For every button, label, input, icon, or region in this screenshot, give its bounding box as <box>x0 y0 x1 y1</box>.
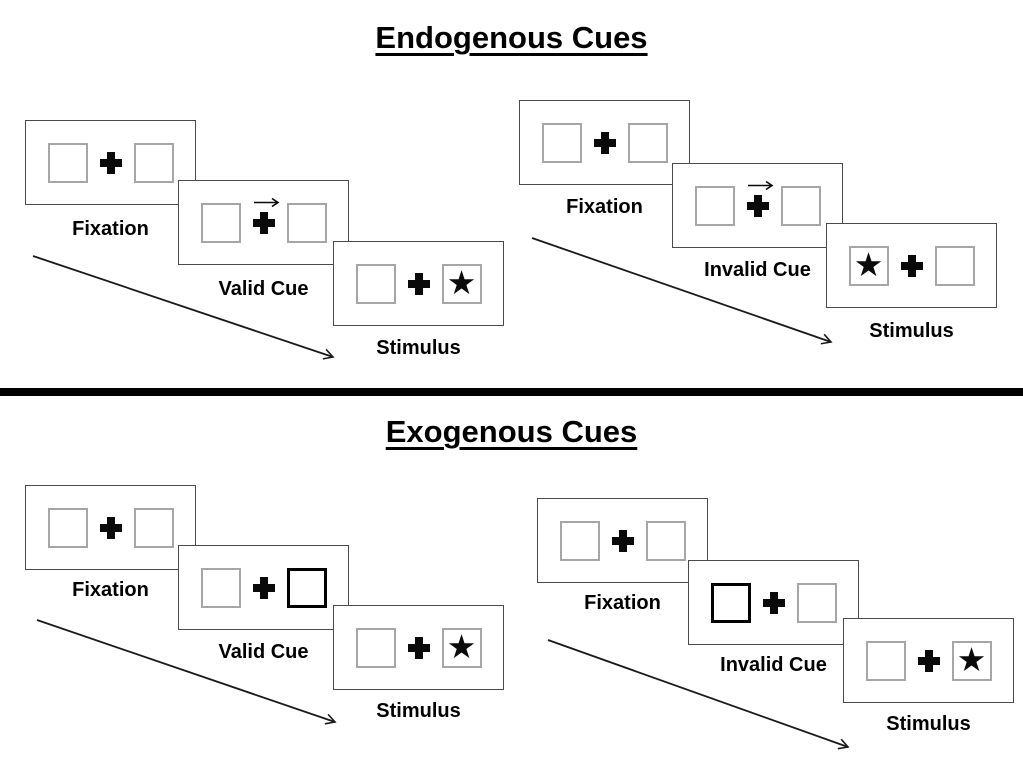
right-placeholder-box <box>780 185 821 226</box>
fixation-cross-wrap <box>611 529 634 552</box>
right-placeholder-box <box>934 245 975 286</box>
target-star-icon: ★ <box>956 639 987 679</box>
fixation-cross-icon <box>762 591 785 614</box>
left-placeholder-box <box>559 520 600 561</box>
stimulus-panel: ★ <box>333 605 504 690</box>
fixation-panel <box>25 120 196 205</box>
fixation-cross-wrap <box>900 254 923 277</box>
left-placeholder-box <box>865 640 906 681</box>
fixation-panel <box>25 485 196 570</box>
fixation-cross-icon <box>611 529 634 552</box>
panel-label: Stimulus <box>886 713 971 735</box>
panel-label: Fixation <box>566 196 643 218</box>
fixation-cross-wrap <box>407 272 430 295</box>
section-title-endogenous: Endogenous Cues <box>0 20 1023 56</box>
left-placeholder-box <box>47 507 88 548</box>
fixation-cross-wrap <box>99 516 122 539</box>
left-placeholder-box <box>694 185 735 226</box>
section-title-text: Endogenous Cues <box>375 20 648 55</box>
exogenous-valid-sequence: ★ Fixation Valid Cue Stimulus <box>25 485 517 743</box>
fixation-cross-wrap <box>252 197 279 234</box>
highlighted-cue-box <box>710 582 751 623</box>
panel-label: Invalid Cue <box>720 654 827 676</box>
stimulus-panel: ★ <box>333 241 504 326</box>
stimulus-panel: ★ <box>843 618 1014 703</box>
target-box: ★ <box>441 626 482 668</box>
section-divider <box>0 388 1023 396</box>
panel-label: Invalid Cue <box>704 259 811 281</box>
panel-label: Valid Cue <box>218 278 309 300</box>
panel-label: Fixation <box>72 579 149 601</box>
fixation-cross-icon <box>252 211 275 234</box>
valid-cue-panel <box>178 545 349 630</box>
highlighted-cue-box <box>286 567 327 608</box>
fixation-cross-icon <box>99 151 122 174</box>
target-star-icon: ★ <box>853 244 884 284</box>
fixation-cross-icon <box>900 254 923 277</box>
endogenous-valid-sequence: ★ Fixation Valid Cue Stimulus <box>25 120 517 380</box>
fixation-cross-icon <box>99 516 122 539</box>
left-placeholder-box <box>541 122 582 163</box>
fixation-cross-wrap <box>917 649 940 672</box>
right-placeholder-box <box>796 582 837 623</box>
fixation-cross-icon <box>407 272 430 295</box>
panel-label: Stimulus <box>376 337 461 359</box>
target-star-icon: ★ <box>446 262 477 302</box>
right-placeholder-box <box>286 202 327 243</box>
cue-arrow-icon <box>747 180 773 190</box>
panel-label: Valid Cue <box>218 641 309 663</box>
right-placeholder-box <box>627 122 668 163</box>
panel-label: Fixation <box>584 592 661 614</box>
invalid-cue-panel <box>688 560 859 645</box>
fixation-cross-wrap <box>746 180 773 217</box>
invalid-cue-panel <box>672 163 843 248</box>
fixation-cross-icon <box>593 131 616 154</box>
exogenous-invalid-sequence: ★ Fixation Invalid Cue Stimulus <box>537 498 1023 760</box>
panel-label: Stimulus <box>376 700 461 722</box>
left-placeholder-box <box>355 263 396 304</box>
target-box: ★ <box>951 639 992 681</box>
right-placeholder-box <box>133 507 174 548</box>
target-box: ★ <box>441 262 482 304</box>
cue-arrow-icon <box>253 197 279 207</box>
fixation-cross-wrap <box>407 636 430 659</box>
fixation-cross-icon <box>252 576 275 599</box>
right-placeholder-box <box>133 142 174 183</box>
endogenous-invalid-sequence: ★ Fixation Invalid Cue Stimulus <box>519 100 1014 365</box>
left-placeholder-box <box>355 627 396 668</box>
fixation-cross-wrap <box>593 131 616 154</box>
target-star-icon: ★ <box>446 626 477 666</box>
fixation-cross-icon <box>746 194 769 217</box>
left-placeholder-box <box>200 567 241 608</box>
fixation-cross-wrap <box>252 576 275 599</box>
fixation-panel <box>537 498 708 583</box>
fixation-panel <box>519 100 690 185</box>
fixation-cross-icon <box>917 649 940 672</box>
fixation-cross-wrap <box>99 151 122 174</box>
right-placeholder-box <box>645 520 686 561</box>
target-box: ★ <box>848 244 889 286</box>
fixation-cross-wrap <box>762 591 785 614</box>
fixation-cross-icon <box>407 636 430 659</box>
valid-cue-panel <box>178 180 349 265</box>
section-title-text: Exogenous Cues <box>385 414 638 449</box>
panel-label: Stimulus <box>869 320 954 342</box>
left-placeholder-box <box>200 202 241 243</box>
section-title-exogenous: Exogenous Cues <box>0 414 1023 450</box>
panel-label: Fixation <box>72 218 149 240</box>
left-placeholder-box <box>47 142 88 183</box>
stimulus-panel: ★ <box>826 223 997 308</box>
